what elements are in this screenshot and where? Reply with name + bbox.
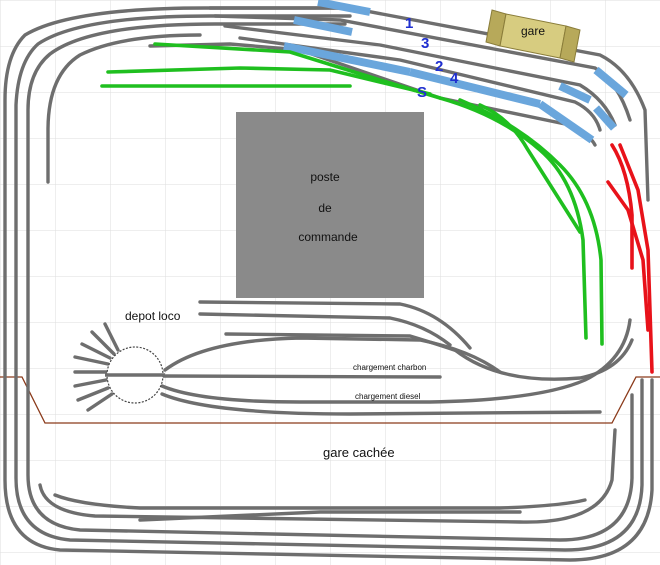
track-number-1: 1 [405, 15, 413, 32]
track-number-4: 4 [450, 70, 459, 87]
loco-depot-label: depot loco [125, 309, 181, 323]
green-tracks [100, 42, 604, 346]
turntable-stubs [73, 322, 120, 412]
control-room-label-3: commande [298, 230, 358, 244]
hidden-station-label: gare cachée [323, 445, 395, 460]
diesel-loading-label: chargement diesel [355, 392, 421, 401]
coal-loading-label: chargement charbon [353, 363, 426, 372]
station-building [485, 9, 581, 63]
inner-loop [46, 33, 202, 184]
outer-loops [3, 6, 654, 562]
control-room-label-2: de [318, 201, 332, 215]
track-number-s: S [417, 84, 427, 101]
platforms [283, 0, 629, 144]
hidden-station-boundary [0, 376, 660, 424]
red-tracks [606, 143, 654, 374]
control-room [236, 112, 424, 298]
track-number-3: 3 [421, 35, 429, 52]
depot-tracks [160, 300, 634, 416]
control-room-label-1: poste [310, 170, 340, 184]
track-number-2: 2 [435, 58, 443, 75]
station-label: gare [521, 24, 545, 38]
